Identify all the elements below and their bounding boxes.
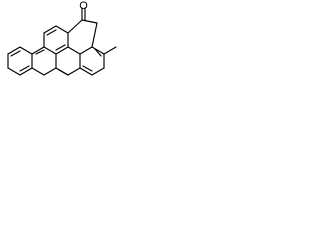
double-bond-inner (46, 29, 57, 36)
chemical-structure-canvas: O (0, 0, 140, 111)
bond (91, 46, 105, 55)
bond (67, 19, 83, 34)
bond (67, 67, 81, 76)
bond (43, 67, 57, 76)
double-bond-inner (35, 49, 45, 55)
bond (91, 22, 98, 48)
double-bond-inner (55, 44, 66, 51)
bond (43, 25, 57, 34)
bond (81, 19, 98, 24)
double-bond-inner (58, 69, 69, 76)
bond (79, 67, 93, 76)
double-bond-inner (10, 50, 21, 57)
bond (67, 46, 81, 55)
oxygen-label: O (79, 0, 88, 12)
bond (7, 46, 21, 55)
bond (7, 67, 21, 76)
bond (19, 67, 33, 76)
methyl-bond (103, 46, 117, 55)
bond (31, 67, 45, 76)
bond (79, 46, 93, 55)
polycyclic-ketone-structure: O (7, 0, 117, 76)
double-bond-inner (19, 65, 30, 72)
double-bond-inner (82, 65, 93, 72)
ring-bonds (7, 7, 117, 76)
bond (31, 46, 45, 55)
bond (91, 67, 105, 76)
double-bond-inner (94, 48, 102, 57)
bond (55, 46, 69, 55)
bond (19, 46, 33, 55)
bond (43, 46, 57, 55)
bond (55, 25, 69, 34)
